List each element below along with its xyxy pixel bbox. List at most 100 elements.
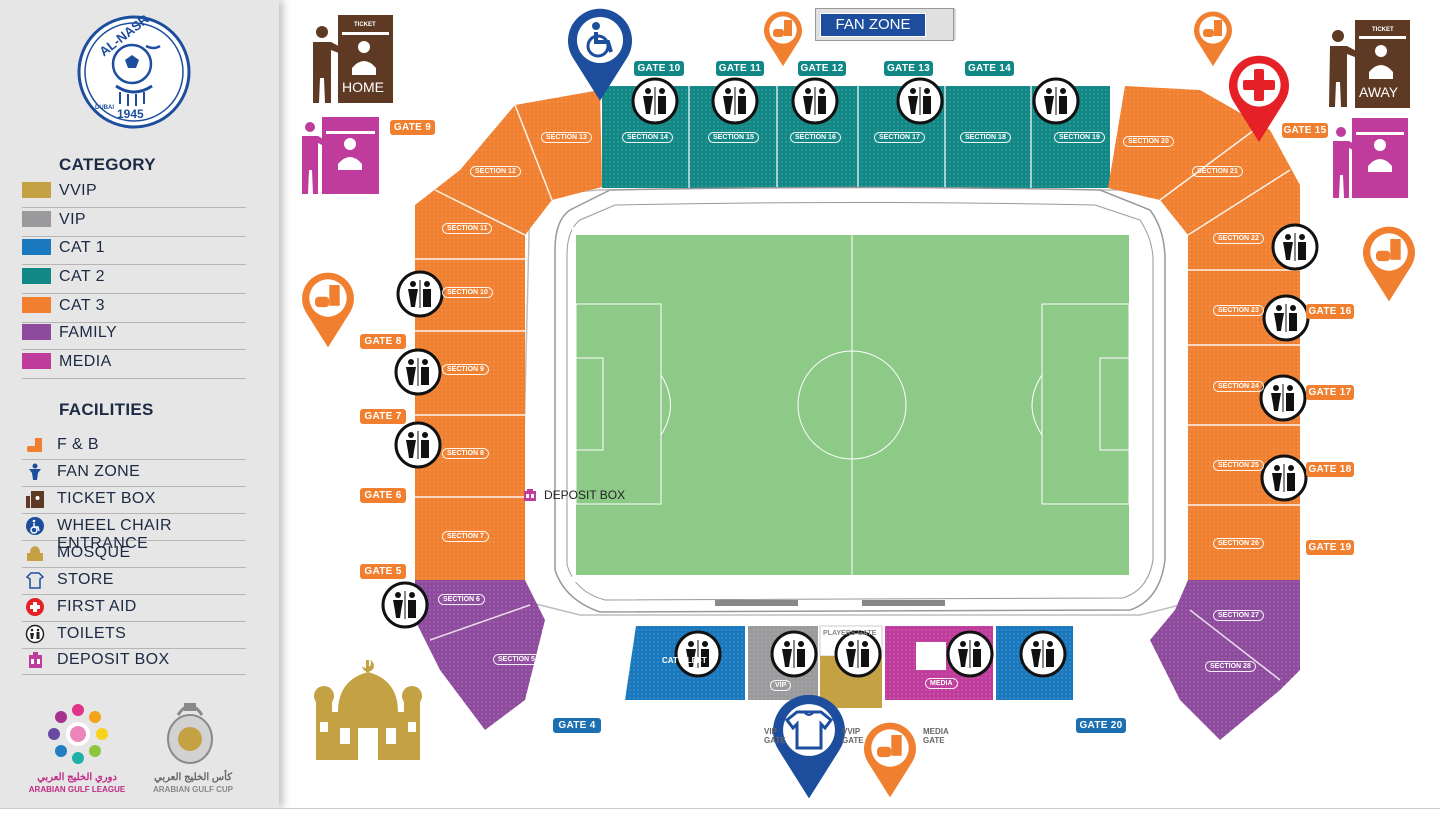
section-5[interactable]: SECTION 5: [493, 654, 540, 665]
toilets-icon[interactable]: [631, 77, 679, 125]
section-9[interactable]: SECTION 9: [442, 364, 489, 375]
ticket-box-away-icon: TICKET AWAY: [1329, 20, 1410, 108]
bench-away: [862, 600, 945, 606]
toilets-icon[interactable]: [1271, 223, 1319, 271]
ticket-away-sign: TICKET: [1372, 27, 1394, 33]
facility-label: WHEEL CHAIR ENTRANCE: [57, 517, 172, 552]
section-23[interactable]: SECTION 23: [1213, 305, 1264, 316]
toilets-icon[interactable]: [834, 630, 882, 678]
gate-12[interactable]: GATE 12: [798, 61, 846, 76]
section-28[interactable]: SECTION 28: [1205, 661, 1256, 672]
gate-14[interactable]: GATE 14: [965, 61, 1014, 76]
legend-category-family: FAMILY: [22, 322, 246, 350]
category-swatch: [22, 239, 51, 255]
toilets-icon[interactable]: [1262, 294, 1310, 342]
wheelchair-pin[interactable]: [568, 8, 632, 101]
section-10[interactable]: SECTION 10: [442, 287, 493, 298]
gate-18[interactable]: GATE 18: [1306, 462, 1354, 477]
players-gate-label: PLAYERS GATE: [823, 630, 877, 637]
agc-arabic: كأس الخليج العربي: [154, 772, 232, 783]
bench-home: [715, 600, 798, 606]
gate-11[interactable]: GATE 11: [716, 61, 764, 76]
gate-20[interactable]: GATE 20: [1076, 718, 1126, 733]
facility-label: STORE: [57, 571, 114, 588]
gate-10[interactable]: GATE 10: [634, 61, 684, 76]
section-24[interactable]: SECTION 24: [1213, 381, 1264, 392]
section-16[interactable]: SECTION 16: [790, 132, 841, 143]
legend-facility-mosque: MOSQUE: [22, 541, 246, 568]
section-11[interactable]: SECTION 11: [442, 223, 493, 234]
stand-label-cat1-left: CAT 1 LEFT: [662, 656, 707, 665]
agl-arabic: دوري الخليج العربي: [37, 772, 117, 783]
toilets-icon[interactable]: [381, 581, 429, 629]
gate-17[interactable]: GATE 17: [1306, 385, 1354, 400]
fb-pin-west[interactable]: [302, 272, 354, 348]
toilets-icon: [25, 624, 45, 644]
mosque-icon: [314, 660, 422, 760]
store-pin[interactable]: [773, 694, 845, 799]
toilets-icon[interactable]: [674, 630, 722, 678]
gate-7[interactable]: GATE 7: [360, 409, 406, 424]
section-26[interactable]: SECTION 26: [1213, 538, 1264, 549]
fb-pin-north[interactable]: [764, 11, 802, 67]
section-19[interactable]: SECTION 19: [1054, 132, 1105, 143]
vvip-gate-label: VVIP GATE: [842, 727, 864, 745]
section-21[interactable]: SECTION 21: [1192, 166, 1243, 177]
fan-zone-box[interactable]: FAN ZONE: [815, 8, 954, 41]
legend-facility-fan-zone: FAN ZONE: [22, 460, 246, 487]
legend-facility-toilets: TOILETS: [22, 622, 246, 649]
section-7[interactable]: SECTION 7: [442, 531, 489, 542]
section-14[interactable]: SECTION 14: [622, 132, 673, 143]
gate-6[interactable]: GATE 6: [360, 488, 406, 503]
section-6[interactable]: SECTION 6: [438, 594, 485, 605]
section-15[interactable]: SECTION 15: [708, 132, 759, 143]
toilets-icon[interactable]: [1260, 454, 1308, 502]
category-swatch: [22, 324, 51, 340]
ticket-away-label: AWAY: [1359, 84, 1399, 100]
fan-zone-label: FAN ZONE: [820, 13, 926, 37]
fb-pin-northeast[interactable]: [1194, 11, 1232, 67]
section-22[interactable]: SECTION 22: [1213, 233, 1264, 244]
section-25[interactable]: SECTION 25: [1213, 460, 1264, 471]
toilets-icon[interactable]: [711, 77, 759, 125]
gate-9[interactable]: GATE 9: [390, 120, 435, 135]
toilets-icon[interactable]: [394, 421, 442, 469]
toilets-icon[interactable]: [394, 348, 442, 396]
gate-8[interactable]: GATE 8: [360, 334, 406, 349]
gate-16[interactable]: GATE 16: [1306, 304, 1354, 319]
toilets-icon[interactable]: [1032, 77, 1080, 125]
gate-19[interactable]: GATE 19: [1306, 540, 1354, 555]
section-8[interactable]: SECTION 8: [442, 448, 489, 459]
toilets-icon[interactable]: [1019, 630, 1067, 678]
fb-pin-south[interactable]: [864, 722, 916, 798]
gate-15[interactable]: GATE 15: [1282, 123, 1328, 138]
section-13[interactable]: SECTION 13: [541, 132, 592, 143]
category-label: CAT 3: [59, 297, 105, 314]
section-20[interactable]: SECTION 20: [1123, 136, 1174, 147]
toilets-icon[interactable]: [896, 77, 944, 125]
toilets-icon[interactable]: [770, 630, 818, 678]
section-18[interactable]: SECTION 18: [960, 132, 1011, 143]
category-swatch: [22, 182, 51, 198]
gate-4[interactable]: GATE 4: [553, 718, 601, 733]
category-swatch: [22, 353, 51, 369]
legend-category-cat-3: CAT 3: [22, 295, 246, 323]
section-17[interactable]: SECTION 17: [874, 132, 925, 143]
toilets-icon[interactable]: [791, 77, 839, 125]
page-bottom-strip: [0, 808, 1440, 818]
gate-5[interactable]: GATE 5: [360, 564, 406, 579]
section-27[interactable]: SECTION 27: [1213, 610, 1264, 621]
gate-13[interactable]: GATE 13: [884, 61, 933, 76]
toilets-icon[interactable]: [396, 270, 444, 318]
toilets-icon[interactable]: [1259, 374, 1307, 422]
toilets-icon[interactable]: [946, 630, 994, 678]
section-12[interactable]: SECTION 12: [470, 166, 521, 177]
category-swatch: [22, 211, 51, 227]
media-booth-west-icon: [302, 117, 379, 194]
arabian-gulf-cup-logo: [167, 703, 213, 764]
stand-label-vip: VIP: [770, 680, 792, 691]
category-label: FAMILY: [59, 324, 118, 341]
fb-pin-east[interactable]: [1363, 226, 1415, 302]
first-aid-pin[interactable]: [1229, 55, 1289, 143]
